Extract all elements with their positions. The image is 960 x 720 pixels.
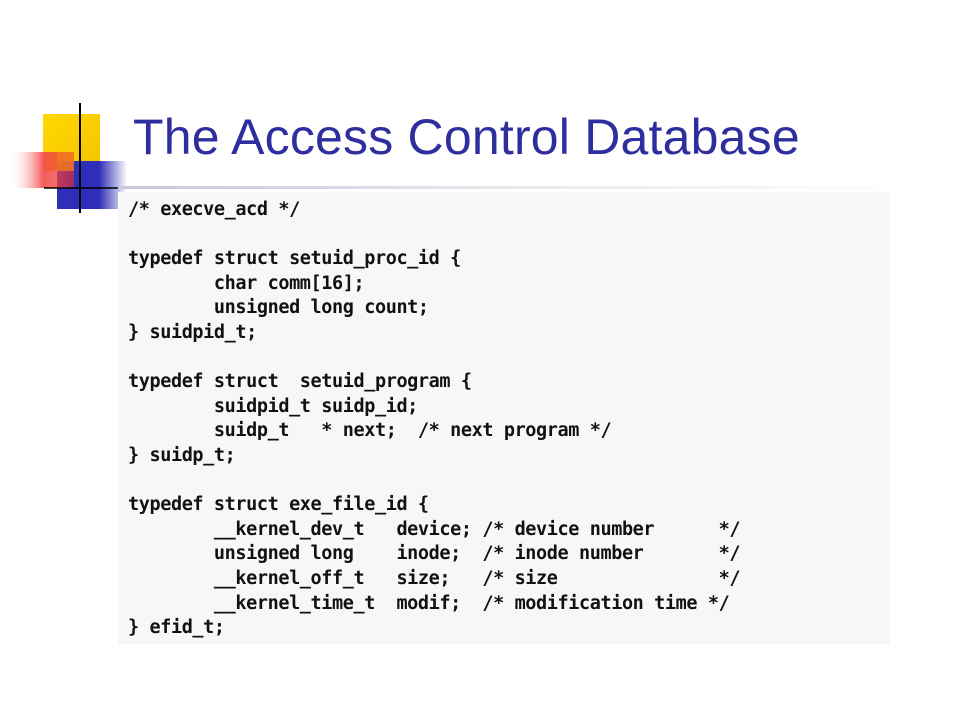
slide-title: The Access Control Database [133,109,800,165]
code-line: unsigned long count; [128,297,429,319]
code-line: suidp_t * next; /* next program */ [128,420,612,442]
code-line [128,223,740,248]
code-listing: /* execve_acd */ typedef struct setuid_pr… [128,198,740,641]
code-line: } suidpid_t; [128,321,257,343]
code-line: char comm[16]; [128,272,365,294]
code-background [118,192,890,644]
code-line: unsigned long inode; /* inode number */ [128,543,741,565]
code-line: } efid_t; [128,617,225,639]
title-underline [120,186,920,189]
code-line: typedef struct setuid_program { [128,371,472,393]
code-line: __kernel_off_t size; /* size */ [128,567,741,589]
code-line [128,346,740,371]
logo-orange-overlap [57,152,74,171]
code-line [128,469,740,494]
code-line: } suidp_t; [128,444,236,466]
code-line: typedef struct exe_file_id { [128,494,429,516]
code-line: __kernel_dev_t device; /* device number … [128,518,741,540]
decorative-squares-logo-icon [12,103,127,213]
code-line: typedef struct setuid_proc_id { [128,248,461,270]
code-line: __kernel_time_t modif; /* modification t… [128,592,730,614]
code-line: /* execve_acd */ [128,199,300,220]
code-line: suidpid_t suidp_id; [128,395,418,417]
